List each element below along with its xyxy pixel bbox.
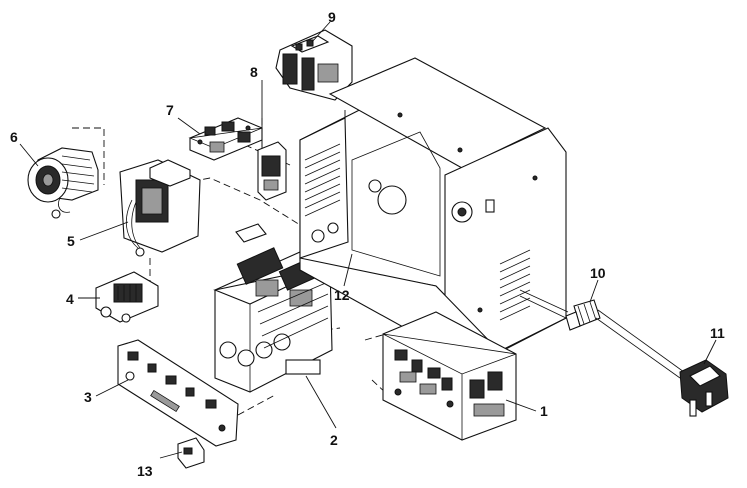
power-cable	[519, 289, 685, 379]
part-5-main-transformer	[119, 159, 201, 257]
part-10-cable-gland	[565, 299, 601, 331]
callout-1: 1	[540, 403, 548, 419]
callout-4: 4	[66, 291, 74, 307]
part-9-transformer-module	[275, 29, 353, 101]
callout-10: 10	[590, 265, 606, 281]
part-8-relay-module	[257, 141, 287, 201]
callout-3: 3	[84, 389, 92, 405]
part-7-control-pcb	[188, 117, 263, 161]
callout-12: 12	[334, 287, 350, 303]
callout-8: 8	[250, 64, 258, 80]
callout-2: 2	[330, 432, 338, 448]
part-11-mains-plug	[679, 359, 729, 417]
part-13-small-board	[177, 437, 205, 469]
part-1-main-pcb	[382, 311, 517, 441]
callout-9: 9	[328, 9, 336, 25]
callout-labels: 1 2 3 4 5 6 7 8 9 10 11 12 13	[10, 9, 725, 479]
callout-13: 13	[137, 463, 153, 479]
callout-6: 6	[10, 129, 18, 145]
leader-lines	[19, 21, 717, 459]
callout-7: 7	[166, 102, 174, 118]
part-2-power-module	[213, 223, 333, 393]
part-3-front-pcb	[117, 339, 239, 447]
part-6-fan-motor	[27, 147, 99, 219]
part-4-output-choke	[95, 271, 159, 323]
callout-5: 5	[67, 233, 75, 249]
callout-11: 11	[710, 325, 725, 341]
